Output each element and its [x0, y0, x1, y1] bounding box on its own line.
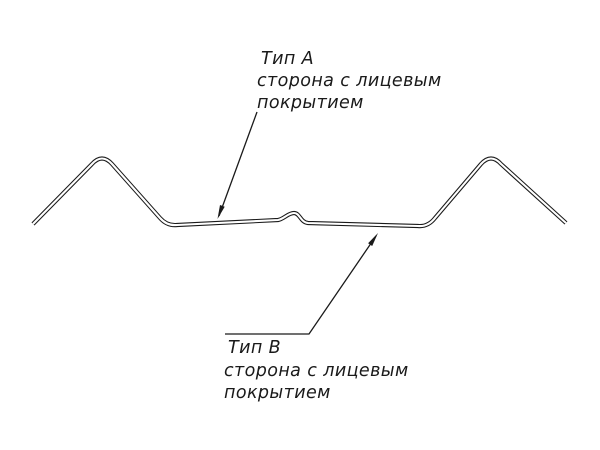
label-type-b-line2: сторона с лицевым — [224, 361, 409, 381]
arrowhead-type-a — [217, 205, 225, 219]
arrowhead-type-b — [368, 233, 378, 246]
leader-line-type-a — [218, 111, 258, 217]
callout-type-a: Тип А сторона с лицевым покрытием — [217, 49, 442, 219]
profile-core — [32, 157, 567, 228]
callout-type-b: Тип В сторона с лицевым покрытием — [224, 233, 409, 403]
label-type-b-title: Тип В — [228, 338, 281, 358]
label-type-b-line3: покрытием — [224, 383, 331, 403]
sheet-profile — [31, 156, 568, 229]
label-type-a-line2: сторона с лицевым — [257, 71, 442, 91]
label-type-a-title: Тип А — [261, 49, 314, 69]
leader-line-type-b — [225, 235, 377, 335]
label-type-a-line3: покрытием — [257, 93, 364, 113]
